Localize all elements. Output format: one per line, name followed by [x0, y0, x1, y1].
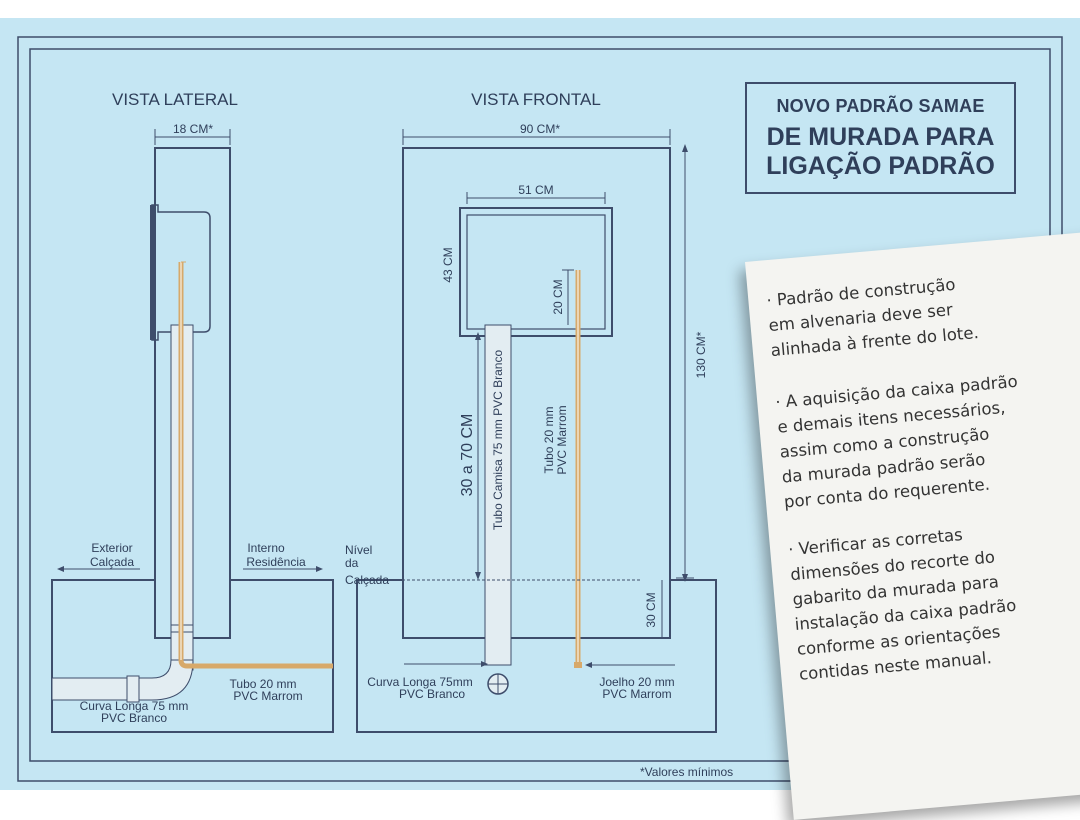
depth-label: 30 CM [644, 592, 658, 627]
footnote: *Valores mínimos [640, 765, 734, 779]
lateral-tube-label-1: Tubo 20 mm [230, 677, 297, 691]
note-1: · Padrão de construção em alvenaria deve… [765, 274, 980, 361]
nivel-label: Nível [345, 543, 372, 557]
joelho-label-1: Joelho 20 mm [599, 675, 674, 689]
lateral-width-dimension [154, 129, 231, 145]
calcada-label: Calçada [90, 555, 134, 569]
joelho-label-2: PVC Marrom [602, 687, 671, 701]
range-label: 30 a 70 CM [459, 414, 476, 497]
frontal-wall [402, 147, 671, 639]
frontal-tube-label-1: Tubo 20 mm [542, 407, 556, 474]
curve-pointer-arrow [481, 661, 488, 667]
lateral-width-label: 18 CM* [173, 122, 213, 136]
lateral-curve-coupling [126, 675, 140, 703]
box-height-label: 43 CM [441, 247, 455, 282]
pipe-offset-label: 20 CM [551, 279, 565, 314]
lateral-curve-label-2: PVC Branco [101, 711, 167, 725]
interno-arrowhead [316, 566, 323, 572]
lateral-tube-label-2: PVC Marrom [233, 689, 302, 703]
lateral-title: VISTA LATERAL [112, 90, 238, 109]
frontal-title: VISTA FRONTAL [471, 90, 601, 109]
title-tag: NOVO PADRÃO SAMAE [776, 96, 985, 116]
title-line-2: LIGAÇÃO PADRÃO [766, 152, 995, 180]
camisa-label: Tubo Camisa 75 mm PVC Branco [491, 350, 505, 531]
exterior-label: Exterior [91, 541, 132, 555]
frontal-width-dimension [402, 129, 671, 145]
note-2: · A aquisição da caixa padrão e demais i… [774, 371, 1019, 512]
joelho-pointer-arrow [585, 662, 592, 668]
note-3: · Verificar as corretas dimensões do rec… [787, 525, 1017, 684]
box-width-label: 51 CM [518, 183, 553, 197]
residencia-label: Residência [246, 555, 306, 569]
height-arrow-top [682, 144, 688, 152]
exterior-arrowhead [57, 566, 64, 572]
nivel-calcada-label: Calçada [345, 573, 389, 587]
lateral-brown-pipe-horizontal [178, 659, 333, 669]
title-box: NOVO PADRÃO SAMAE DE MURADA PARA LIGAÇÃO… [745, 82, 1016, 194]
notes-card: · Padrão de construção em alvenaria deve… [745, 228, 1080, 820]
frontal-height-label: 130 CM* [694, 331, 708, 378]
frontal-sleeve-pipe [484, 324, 512, 666]
joelho-fitting [574, 662, 582, 668]
frontal-curve-label-1: Curva Longa 75mm [367, 675, 472, 689]
range-arrow-top [475, 332, 481, 340]
frontal-box-inner [466, 214, 606, 330]
lateral-long-curve [51, 659, 194, 701]
range-arrow-bottom [475, 572, 481, 580]
frontal-tube-label-2: PVC Marrom [555, 405, 569, 474]
nivel-da-label: da [345, 556, 359, 570]
frontal-width-label: 90 CM* [520, 122, 560, 136]
lateral-box-profile [151, 204, 211, 341]
lateral-curve-label-1: Curva Longa 75 mm [80, 699, 189, 713]
interno-label: Interno [247, 541, 285, 555]
title-line-1: DE MURADA PARA [766, 123, 995, 151]
frontal-curve-label-2: PVC Branco [399, 687, 465, 701]
